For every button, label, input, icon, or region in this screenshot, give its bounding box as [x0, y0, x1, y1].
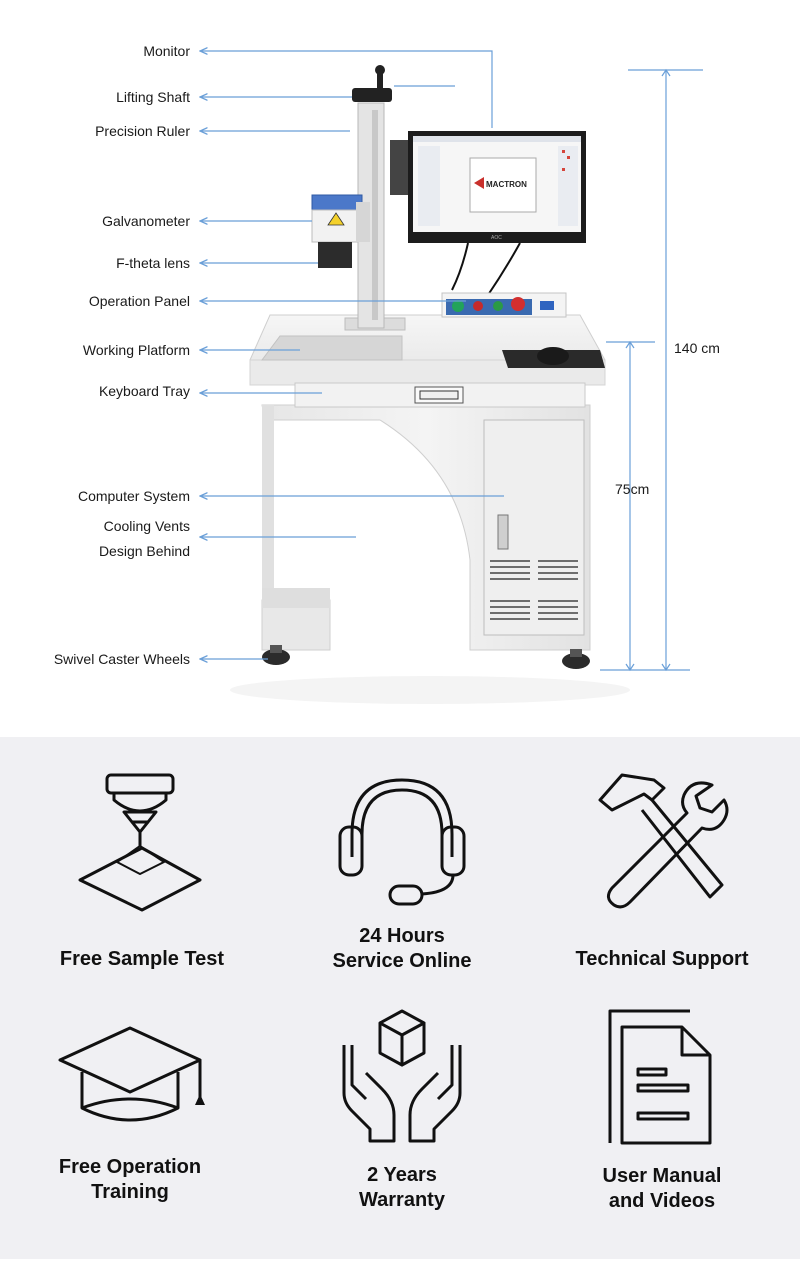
label-f-theta-lens: F-theta lens: [116, 255, 190, 271]
label-galvanometer: Galvanometer: [102, 213, 190, 229]
service-title: 2 Years Warranty: [359, 1164, 445, 1211]
hands-box-icon: [342, 1009, 462, 1143]
service-title: Free Operation Training: [58, 1156, 202, 1203]
machine-illustration: MACTRON AOC: [0, 0, 703, 704]
label-computer-system: Computer System: [77, 488, 190, 504]
label-lifting-shaft: Lifting Shaft: [116, 89, 190, 105]
monitor: MACTRON AOC: [390, 131, 586, 296]
dimension-table-height: 75cm: [615, 481, 650, 497]
operation-panel: [441, 292, 567, 318]
headset-icon: [338, 778, 466, 906]
machine-cabinet: [249, 314, 606, 669]
laser-engraving-icon: [78, 773, 202, 912]
service-title: User Manual and Videos: [602, 1165, 722, 1212]
document-icon: [608, 1009, 712, 1145]
graduation-cap-icon: [58, 1026, 205, 1122]
service-technical-support: Technical Support: [532, 770, 792, 972]
service-title: Technical Support: [575, 948, 749, 970]
label-design-behind: Design Behind: [98, 543, 190, 559]
label-operation-panel: Operation Panel: [88, 293, 190, 309]
label-working-platform: Working Platform: [82, 342, 190, 358]
pointer-lines: [200, 51, 703, 672]
hammer-wrench-icon: [598, 773, 729, 909]
service-free-operation-training: Free Operation Training: [0, 1020, 260, 1205]
monitor-brand: AOC: [491, 235, 502, 241]
service-title: Free Sample Test: [59, 948, 225, 970]
service-2-years-warranty: 2 Years Warranty: [272, 1005, 532, 1213]
services-panel: Free Sample Test 24 Hours Service Online…: [0, 737, 800, 1259]
label-caster-wheels: Swivel Caster Wheels: [53, 651, 190, 667]
service-24-hours: 24 Hours Service Online: [272, 772, 532, 974]
label-cooling-vents: Cooling Vents: [103, 518, 190, 534]
service-title: 24 Hours Service Online: [332, 925, 472, 972]
screen-brand: MACTRON: [486, 180, 527, 189]
label-keyboard-tray: Keyboard Tray: [98, 383, 190, 399]
service-user-manual: User Manual and Videos: [532, 1007, 792, 1214]
laser-head: [311, 194, 370, 268]
dimension-total-height: 140 cm: [674, 340, 720, 356]
service-free-sample-test: Free Sample Test: [12, 770, 272, 972]
label-precision-ruler: Precision Ruler: [95, 123, 190, 139]
machine-diagram: MACTRON AOC: [0, 0, 720, 704]
label-monitor: Monitor: [143, 43, 190, 59]
